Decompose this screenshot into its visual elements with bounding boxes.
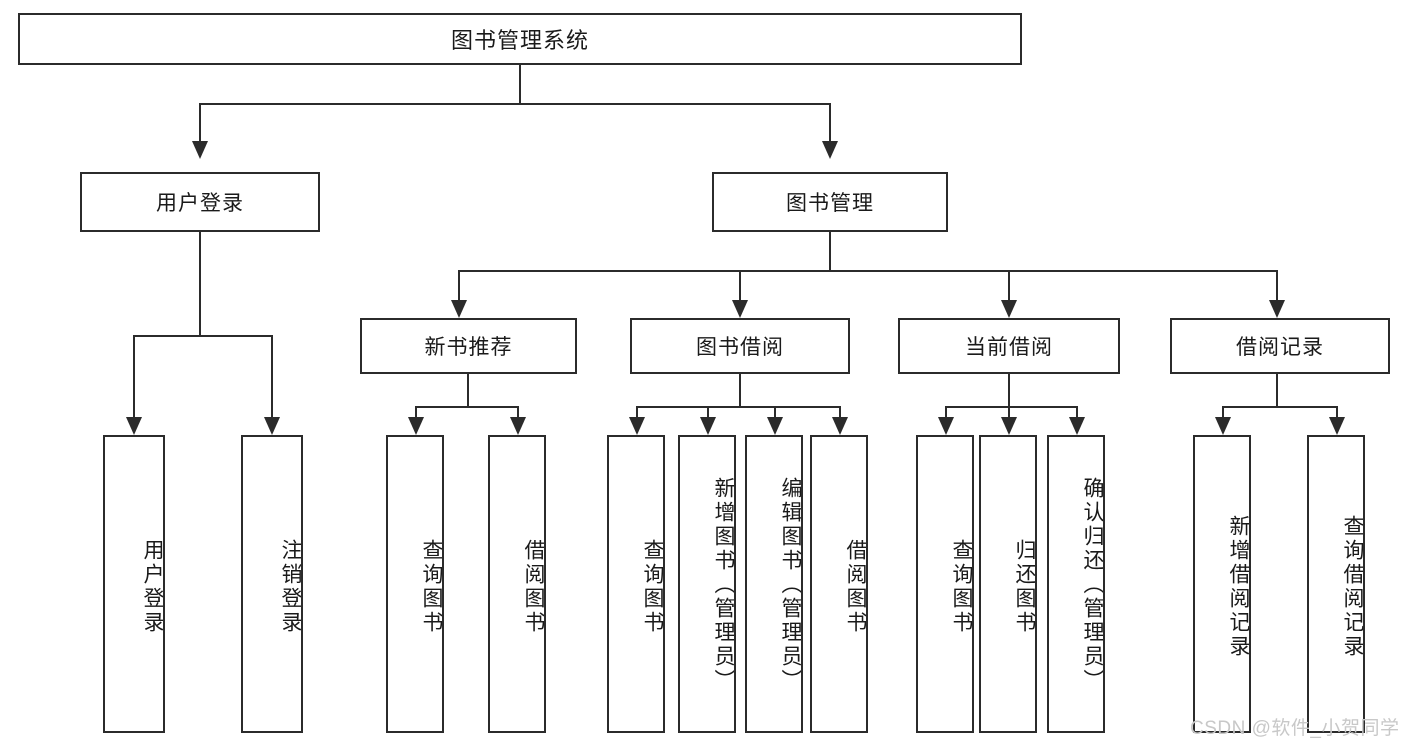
- node-label: 查询借阅记录: [1341, 515, 1364, 659]
- leaf-currentborrow-query-book[interactable]: 查询图书: [916, 435, 974, 733]
- leaf-currentborrow-return-book[interactable]: 归还图书: [979, 435, 1037, 733]
- leaf-bookborrow-borrow-book[interactable]: 借阅图书: [810, 435, 868, 733]
- connector-root-trunk: [519, 65, 521, 105]
- arrow-newbook-l2: [510, 417, 526, 435]
- arrow-bookborrow-l3: [767, 417, 783, 435]
- connector-bookborrow-l2: [707, 406, 709, 417]
- node-label: 查询图书: [641, 539, 664, 635]
- arrow-currentborrow-l3: [1069, 417, 1085, 435]
- connector-book-c2: [739, 270, 741, 300]
- connector-user-left: [133, 335, 135, 417]
- arrow-currentborrow-l1: [938, 417, 954, 435]
- arrow-root-to-user: [192, 141, 208, 159]
- connector-root-bar: [199, 103, 831, 105]
- node-label: 归还图书: [1013, 539, 1036, 635]
- connector-root-to-user: [199, 103, 201, 141]
- leaf-user-login-logout[interactable]: 注销登录: [241, 435, 303, 733]
- arrow-bookborrow-l2: [700, 417, 716, 435]
- connector-currentborrow-bar: [945, 406, 1078, 408]
- arrow-borrowrecord-l2: [1329, 417, 1345, 435]
- node-label: 用户登录: [141, 539, 164, 635]
- leaf-user-login-login[interactable]: 用户登录: [103, 435, 165, 733]
- connector-bookborrow-trunk: [739, 374, 741, 408]
- connector-user-trunk: [199, 232, 201, 337]
- node-label: 注销登录: [279, 539, 302, 635]
- connector-newbook-l1: [415, 406, 417, 417]
- node-book-borrow[interactable]: 图书借阅: [630, 318, 850, 374]
- node-label: 借阅图书: [844, 539, 867, 635]
- connector-currentborrow-l3: [1076, 406, 1078, 417]
- csdn-watermark: CSDN @软件_小贺同学: [1190, 718, 1400, 739]
- connector-currentborrow-l2: [1008, 406, 1010, 417]
- connector-newbook-trunk: [467, 374, 469, 408]
- connector-user-right: [271, 335, 273, 417]
- node-label: 新增借阅记录: [1227, 515, 1250, 659]
- arrow-currentborrow-l2: [1001, 417, 1017, 435]
- connector-book-c3: [1008, 270, 1010, 300]
- leaf-borrowrecord-query-record[interactable]: 查询借阅记录: [1307, 435, 1365, 733]
- node-label: 编辑图书（管理员）: [779, 477, 802, 693]
- connector-borrowrecord-l2: [1336, 406, 1338, 417]
- connector-bookborrow-l3: [774, 406, 776, 417]
- node-label: 借阅图书: [522, 539, 545, 635]
- node-label: 新书推荐: [424, 336, 513, 359]
- connector-newbook-l2: [517, 406, 519, 417]
- leaf-borrowrecord-add-record[interactable]: 新增借阅记录: [1193, 435, 1251, 733]
- connector-book-c1: [458, 270, 460, 300]
- arrow-newbook-l1: [408, 417, 424, 435]
- node-label: 图书管理系统: [450, 28, 589, 53]
- connector-currentborrow-l1: [945, 406, 947, 417]
- arrow-bookborrow-l1: [629, 417, 645, 435]
- arrow-book-c4: [1269, 300, 1285, 318]
- connector-user-bar: [133, 335, 273, 337]
- leaf-bookborrow-add-book-admin[interactable]: 新增图书（管理员）: [678, 435, 736, 733]
- node-label: 新增图书（管理员）: [712, 477, 735, 693]
- arrow-book-c3: [1001, 300, 1017, 318]
- connector-bookborrow-bar: [636, 406, 841, 408]
- node-label: 当前借阅: [965, 336, 1053, 359]
- connector-book-c4: [1276, 270, 1278, 300]
- leaf-bookborrow-query-book[interactable]: 查询图书: [607, 435, 665, 733]
- arrow-user-leaf-1: [126, 417, 142, 435]
- connector-book-bar: [458, 270, 1277, 272]
- leaf-currentborrow-confirm-return-admin[interactable]: 确认归还（管理员）: [1047, 435, 1105, 733]
- node-book-management[interactable]: 图书管理: [712, 172, 948, 232]
- node-label: 图书管理: [786, 192, 874, 215]
- arrow-bookborrow-l4: [832, 417, 848, 435]
- leaf-bookborrow-edit-book-admin[interactable]: 编辑图书（管理员）: [745, 435, 803, 733]
- connector-borrowrecord-trunk: [1276, 374, 1278, 408]
- connector-currentborrow-trunk: [1008, 374, 1010, 408]
- node-label: 图书借阅: [696, 336, 784, 359]
- connector-newbook-bar: [415, 406, 519, 408]
- connector-bookborrow-l4: [839, 406, 841, 417]
- node-label: 借阅记录: [1236, 336, 1324, 359]
- node-borrow-record[interactable]: 借阅记录: [1170, 318, 1390, 374]
- node-current-borrow[interactable]: 当前借阅: [898, 318, 1120, 374]
- node-user-login[interactable]: 用户登录: [80, 172, 320, 232]
- node-root-system[interactable]: 图书管理系统: [18, 13, 1022, 65]
- node-label: 确认归还（管理员）: [1081, 477, 1104, 693]
- arrow-borrowrecord-l1: [1215, 417, 1231, 435]
- arrow-book-c2: [732, 300, 748, 318]
- node-label: 查询图书: [950, 539, 973, 635]
- leaf-newbook-borrow-book[interactable]: 借阅图书: [488, 435, 546, 733]
- connector-book-trunk: [829, 232, 831, 272]
- connector-borrowrecord-l1: [1222, 406, 1224, 417]
- node-new-book-recommend[interactable]: 新书推荐: [360, 318, 577, 374]
- arrow-user-leaf-2: [264, 417, 280, 435]
- connector-borrowrecord-bar: [1222, 406, 1338, 408]
- node-label: 用户登录: [156, 192, 244, 215]
- node-label: 查询图书: [420, 539, 443, 635]
- connector-bookborrow-l1: [636, 406, 638, 417]
- connector-root-to-book: [829, 103, 831, 141]
- leaf-newbook-query-book[interactable]: 查询图书: [386, 435, 444, 733]
- arrow-root-to-book: [822, 141, 838, 159]
- arrow-book-c1: [451, 300, 467, 318]
